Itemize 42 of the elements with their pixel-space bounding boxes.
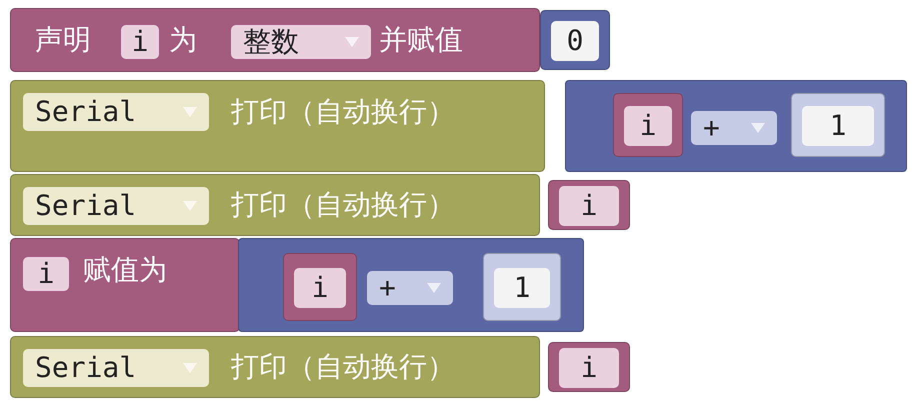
variable-block <box>548 180 630 230</box>
dropdown-text: Serial <box>35 98 136 126</box>
number-block <box>483 253 561 321</box>
block-label: 为 <box>169 26 197 54</box>
number-value: 1 <box>802 106 874 146</box>
dropdown-text: + <box>703 114 720 142</box>
dropdown-field <box>231 25 371 59</box>
dropdown-text: Serial <box>35 192 136 220</box>
number-block <box>540 10 610 70</box>
statement-block <box>10 80 545 172</box>
dropdown-text: Serial <box>35 354 136 382</box>
variable-block <box>613 93 683 157</box>
variable-name: i <box>559 186 619 226</box>
statement-block <box>10 174 540 236</box>
variable-field: i <box>23 257 69 291</box>
variable-block <box>548 342 630 392</box>
expression-block <box>238 238 584 332</box>
dropdown-field <box>691 111 777 145</box>
number-value: 1 <box>494 268 550 308</box>
variable-name: i <box>559 348 619 388</box>
block-label: 声明 <box>35 26 91 54</box>
number-block <box>791 93 885 157</box>
variable-block <box>10 8 540 72</box>
dropdown-field <box>23 187 209 225</box>
dropdown-field <box>367 271 453 305</box>
variable-block <box>10 238 240 332</box>
variable-name: i <box>294 268 346 308</box>
block-label: 打印（自动换行） <box>231 353 455 381</box>
variable-field: i <box>121 25 159 59</box>
dropdown-field <box>23 349 209 387</box>
variable-block <box>283 253 357 321</box>
variable-name: i <box>624 106 672 146</box>
dropdown-text: 整数 <box>243 28 299 56</box>
block-label: 打印（自动换行） <box>231 191 455 219</box>
block-label: 打印（自动换行） <box>231 98 455 126</box>
block-label: 赋值为 <box>83 256 167 284</box>
block-label: 并赋值 <box>379 26 463 54</box>
statement-block <box>10 336 540 398</box>
dropdown-text: + <box>379 274 396 302</box>
number-value: 0 <box>551 21 599 61</box>
expression-block <box>565 80 907 172</box>
dropdown-field <box>23 93 209 131</box>
